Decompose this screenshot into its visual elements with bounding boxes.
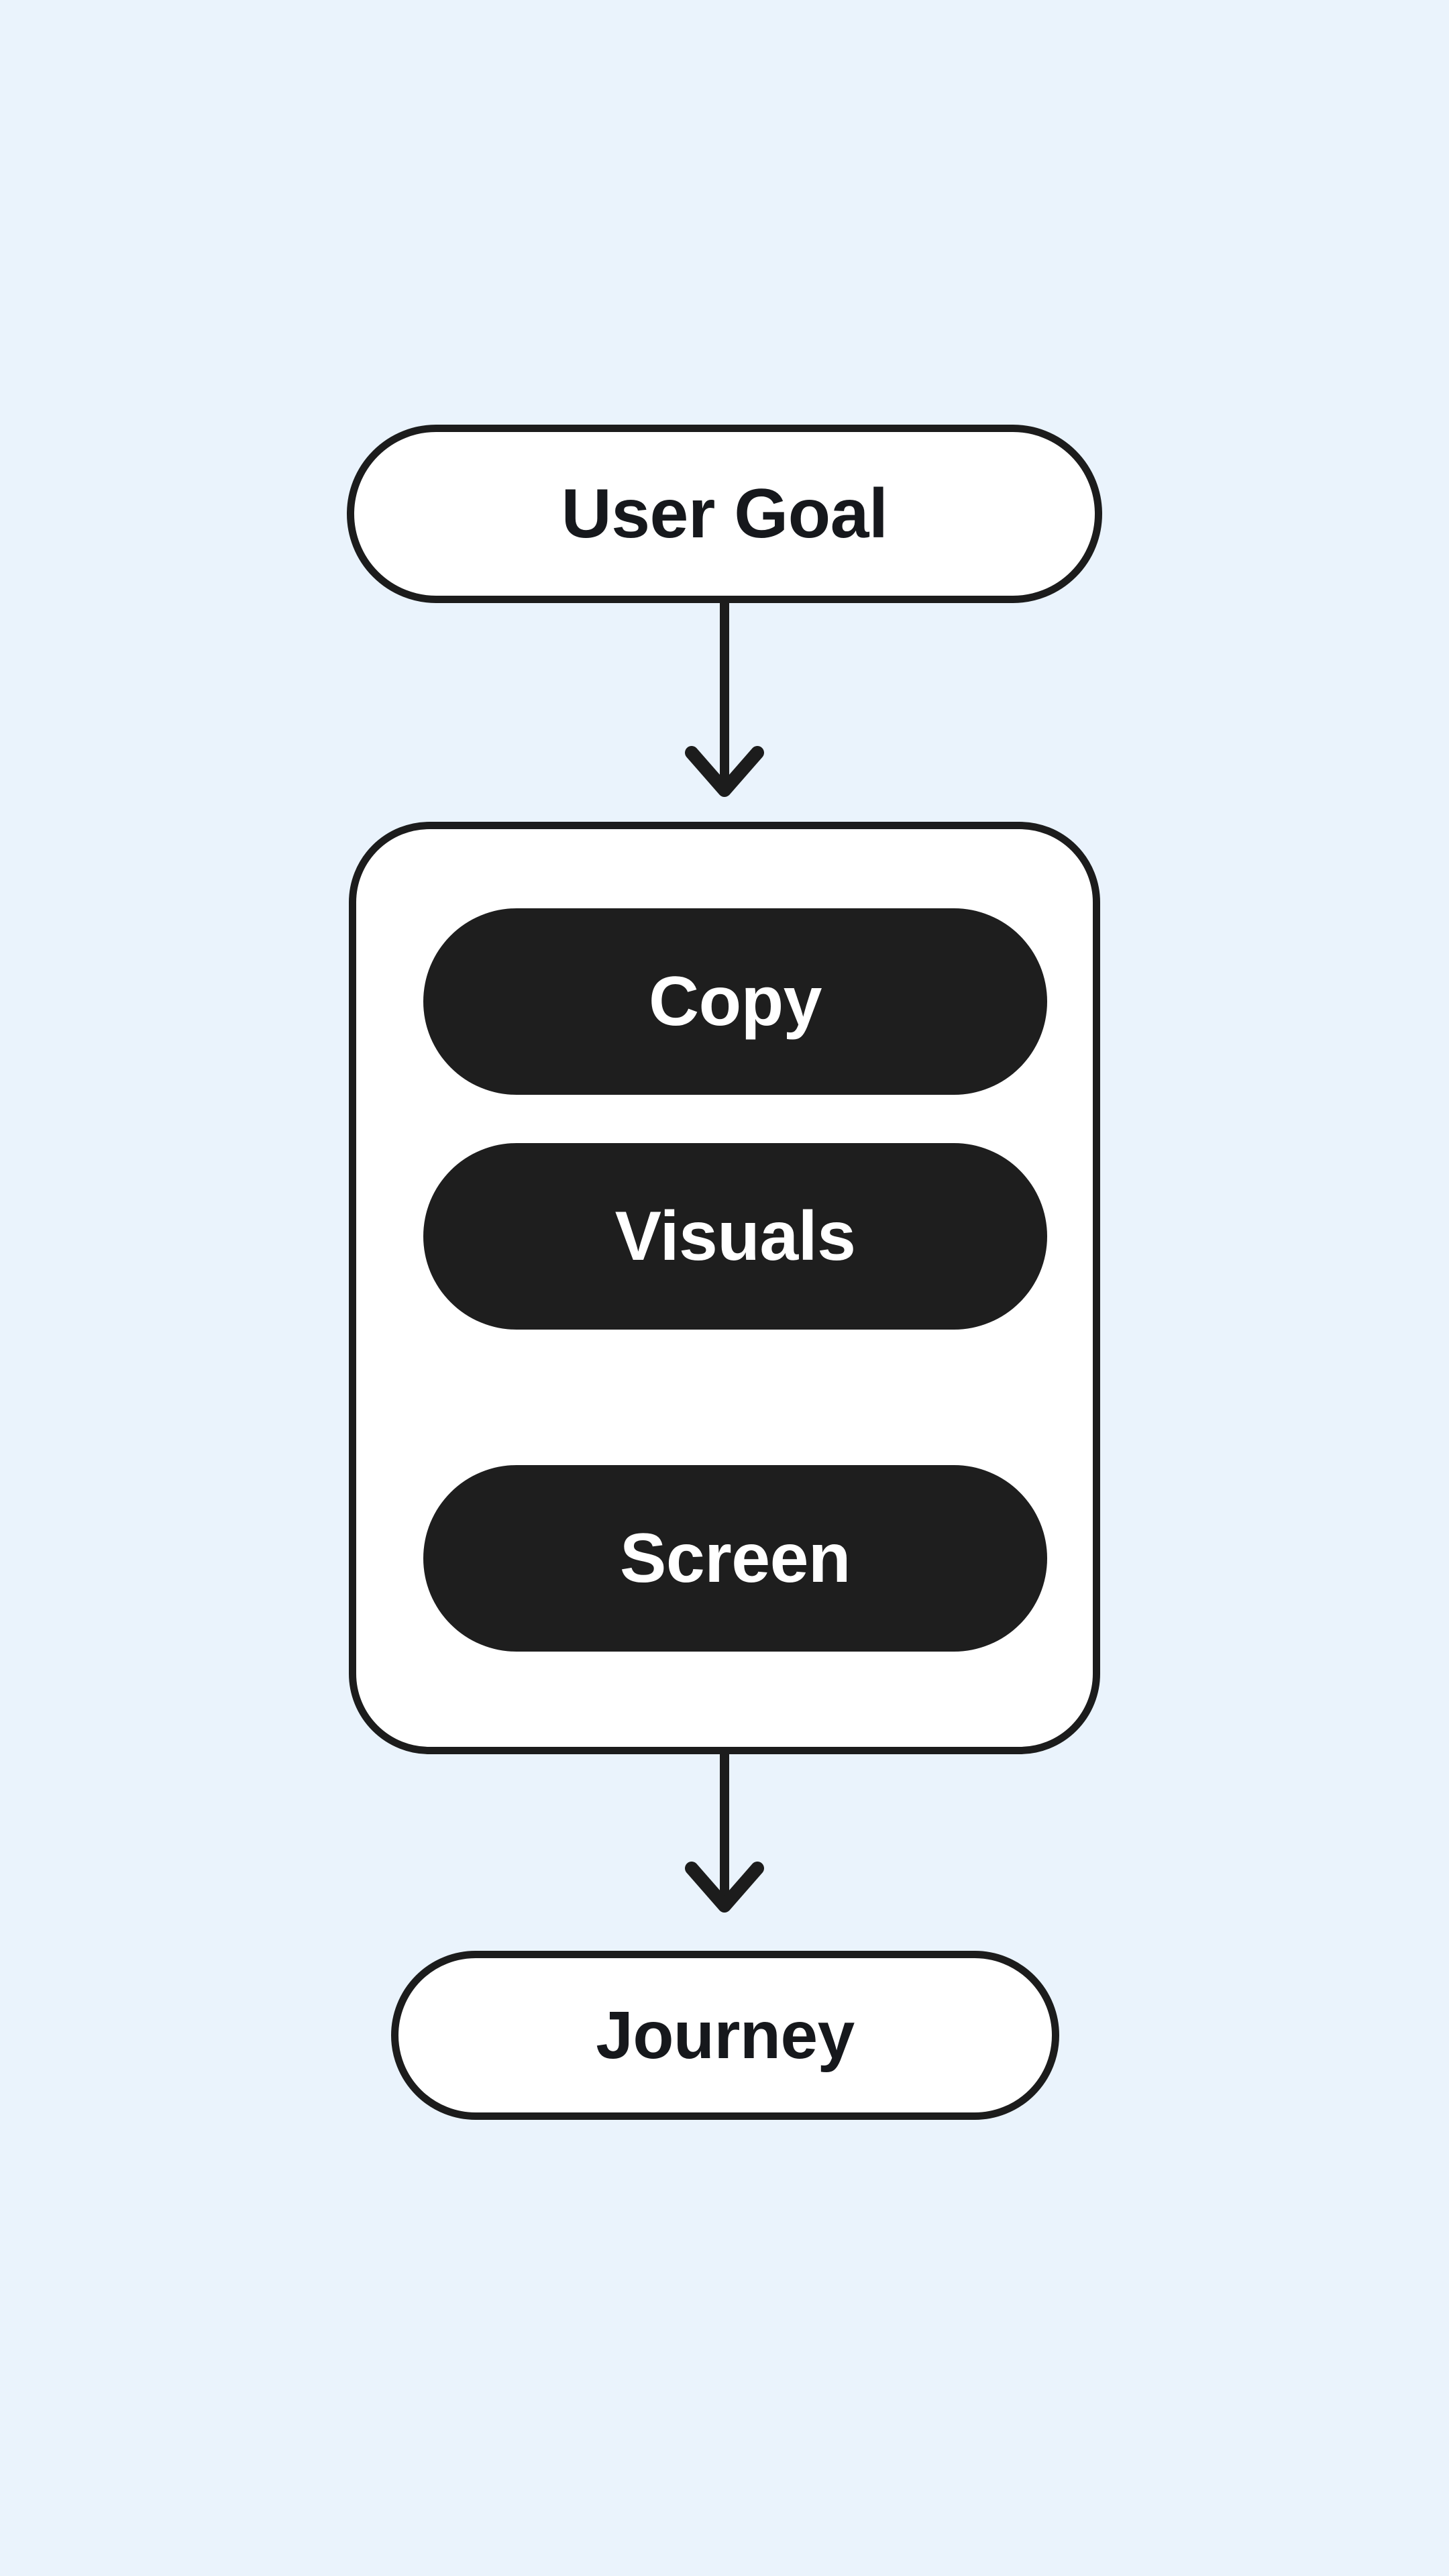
- chip-screen-label: Screen: [620, 1519, 851, 1597]
- connector-user-goal-to-group: [685, 597, 764, 797]
- chip-visuals-label: Visuals: [614, 1197, 856, 1275]
- node-journey[interactable]: Journey: [391, 1951, 1059, 2120]
- node-user-goal-label: User Goal: [561, 475, 888, 553]
- chip-visuals[interactable]: Visuals: [423, 1143, 1047, 1330]
- arrow-down-icon: [685, 746, 764, 797]
- node-journey-label: Journey: [596, 1998, 855, 2073]
- node-artifacts-group[interactable]: Copy Visuals Screen: [349, 822, 1100, 1754]
- chip-copy[interactable]: Copy: [423, 908, 1047, 1095]
- chip-copy-label: Copy: [649, 963, 822, 1040]
- arrow-down-icon: [685, 1862, 764, 1913]
- connector-group-to-journey: [685, 1748, 764, 1913]
- chip-screen[interactable]: Screen: [423, 1465, 1047, 1652]
- node-user-goal[interactable]: User Goal: [347, 425, 1102, 603]
